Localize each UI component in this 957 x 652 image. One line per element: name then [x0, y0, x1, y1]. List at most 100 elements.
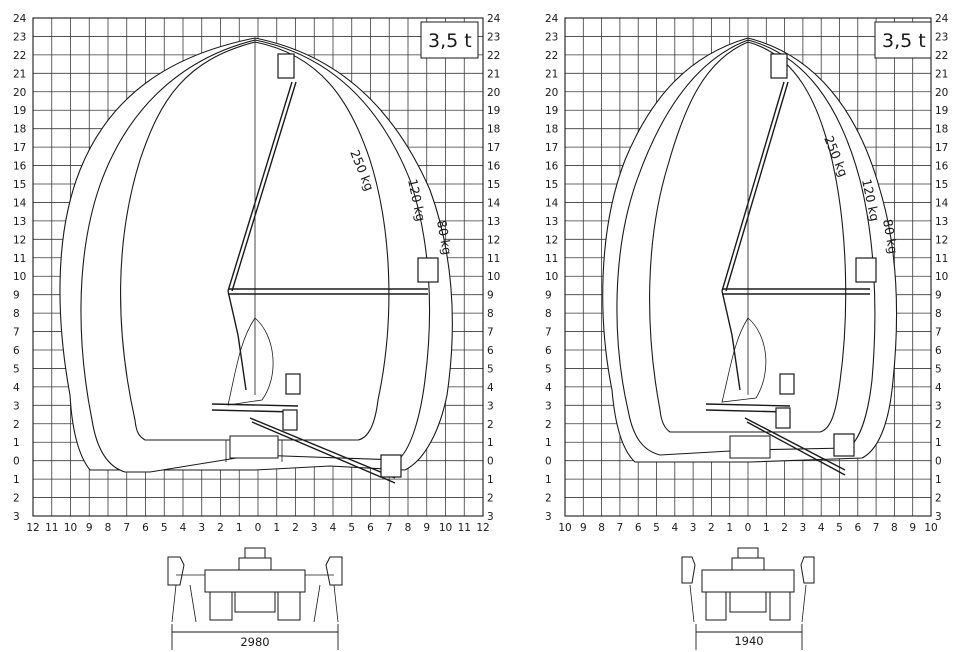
left-ytick-right: 9 — [487, 290, 494, 302]
left-basket-top — [277, 53, 295, 79]
left-xtick: 8 — [405, 522, 412, 534]
right-xtick: 5 — [653, 522, 660, 534]
right-ytick-right: 12 — [935, 234, 948, 246]
left-ytick-left: 24 — [13, 13, 27, 25]
left-xtick: 3 — [198, 522, 205, 534]
left-ytick-left: 1 — [13, 474, 20, 486]
left-basket-bottom — [380, 454, 402, 478]
left-xtick: 5 — [348, 522, 355, 534]
right-xtick: 8 — [598, 522, 605, 534]
left-ytick-left: 16 — [13, 161, 27, 173]
right-ytick-right: 1 — [935, 474, 942, 486]
left-ytick-right: 17 — [487, 142, 500, 154]
right-xtick: 8 — [891, 522, 898, 534]
right-xtick: 1 — [763, 522, 770, 534]
right-xtick: 3 — [800, 522, 807, 534]
right-boom-down — [744, 417, 846, 476]
right-ytick-left: 0 — [545, 456, 552, 468]
left-ytick-right: 19 — [487, 105, 500, 117]
right-ytick-right: 15 — [935, 179, 948, 191]
left-basket-low — [282, 409, 298, 431]
right-ytick-right: 2 — [935, 493, 942, 505]
left-y-ticks-left: 2423222120191817161514131211109876543210… — [13, 13, 27, 523]
right-weight-label: 3,5 t — [882, 30, 926, 52]
left-ytick-left: 20 — [13, 87, 26, 99]
left-ytick-left: 6 — [13, 345, 20, 357]
right-ytick-right: 9 — [935, 290, 942, 302]
right-boom-folded — [705, 403, 791, 413]
left-ytick-left: 15 — [13, 179, 26, 191]
right-working-range-chart: 2423222120191817161514131211109876543210… — [545, 13, 949, 650]
right-ytick-left: 17 — [545, 142, 558, 154]
right-basket-right — [855, 257, 877, 283]
left-xtick: 1 — [236, 522, 243, 534]
right-y-ticks-left: 2423222120191817161514131211109876543210… — [545, 13, 559, 523]
left-ytick-left: 3 — [13, 511, 20, 523]
left-ytick-left: 17 — [13, 142, 26, 154]
right-ytick-right: 20 — [935, 87, 948, 99]
right-ytick-left: 12 — [545, 234, 558, 246]
right-dimension-label: 1940 — [734, 634, 763, 648]
left-ytick-left: 11 — [13, 253, 26, 265]
left-ytick-right: 11 — [487, 253, 500, 265]
left-ytick-left: 1 — [13, 437, 20, 449]
left-xtick: 2 — [217, 522, 224, 534]
left-ytick-left: 2 — [13, 419, 20, 431]
left-ytick-right: 5 — [487, 363, 494, 375]
right-ytick-left: 7 — [545, 327, 552, 339]
left-ytick-right: 3 — [487, 511, 494, 523]
left-xtick: 4 — [330, 522, 337, 534]
left-ytick-left: 13 — [13, 216, 26, 228]
right-xtick: 7 — [873, 522, 880, 534]
right-xtick: 0 — [745, 522, 752, 534]
left-ytick-right: 10 — [487, 271, 500, 283]
left-ytick-left: 4 — [13, 382, 20, 394]
left-ytick-left: 14 — [13, 197, 27, 209]
right-basket-bottom — [833, 433, 855, 457]
left-ytick-left: 8 — [13, 308, 20, 320]
left-ytick-right: 22 — [487, 50, 500, 62]
left-ytick-left: 12 — [13, 234, 26, 246]
left-ytick-right: 1 — [487, 437, 494, 449]
right-xtick: 9 — [580, 522, 587, 534]
left-ytick-right: 15 — [487, 179, 500, 191]
right-ytick-left: 21 — [545, 68, 558, 80]
left-ytick-right: 1 — [487, 474, 494, 486]
right-ytick-right: 13 — [935, 216, 948, 228]
right-xtick: 7 — [617, 522, 624, 534]
right-ytick-left: 24 — [545, 13, 559, 25]
right-ytick-right: 0 — [935, 456, 942, 468]
left-ytick-right: 2 — [487, 419, 494, 431]
right-xtick: 6 — [635, 522, 642, 534]
right-xtick: 4 — [818, 522, 825, 534]
left-ytick-right: 13 — [487, 216, 500, 228]
left-ytick-left: 10 — [13, 271, 26, 283]
left-xtick: 7 — [123, 522, 130, 534]
left-ytick-right: 14 — [487, 197, 501, 209]
left-weight-label: 3,5 t — [428, 30, 472, 52]
right-ytick-left: 6 — [545, 345, 552, 357]
right-ytick-left: 3 — [545, 511, 552, 523]
right-ytick-right: 18 — [935, 124, 948, 136]
right-ytick-right: 14 — [935, 197, 949, 209]
left-base-lobe — [227, 317, 274, 406]
right-ytick-left: 18 — [545, 124, 558, 136]
left-ytick-right: 21 — [487, 68, 500, 80]
left-xtick: 11 — [458, 522, 471, 534]
right-ytick-left: 8 — [545, 308, 552, 320]
right-xtick: 3 — [690, 522, 697, 534]
left-working-range-chart: 2423222120191817161514131211109876543210… — [13, 13, 501, 650]
right-xtick: 6 — [854, 522, 861, 534]
right-ytick-left: 3 — [545, 400, 552, 412]
right-ytick-left: 22 — [545, 50, 558, 62]
left-vehicle-chassis — [229, 435, 279, 459]
right-ytick-left: 10 — [545, 271, 558, 283]
left-ytick-left: 3 — [13, 400, 20, 412]
right-ytick-left: 1 — [545, 437, 552, 449]
left-ytick-right: 24 — [487, 13, 501, 25]
left-ytick-left: 7 — [13, 327, 20, 339]
right-ytick-right: 4 — [935, 382, 942, 394]
left-ytick-right: 16 — [487, 161, 501, 173]
left-boom-down — [249, 417, 396, 484]
